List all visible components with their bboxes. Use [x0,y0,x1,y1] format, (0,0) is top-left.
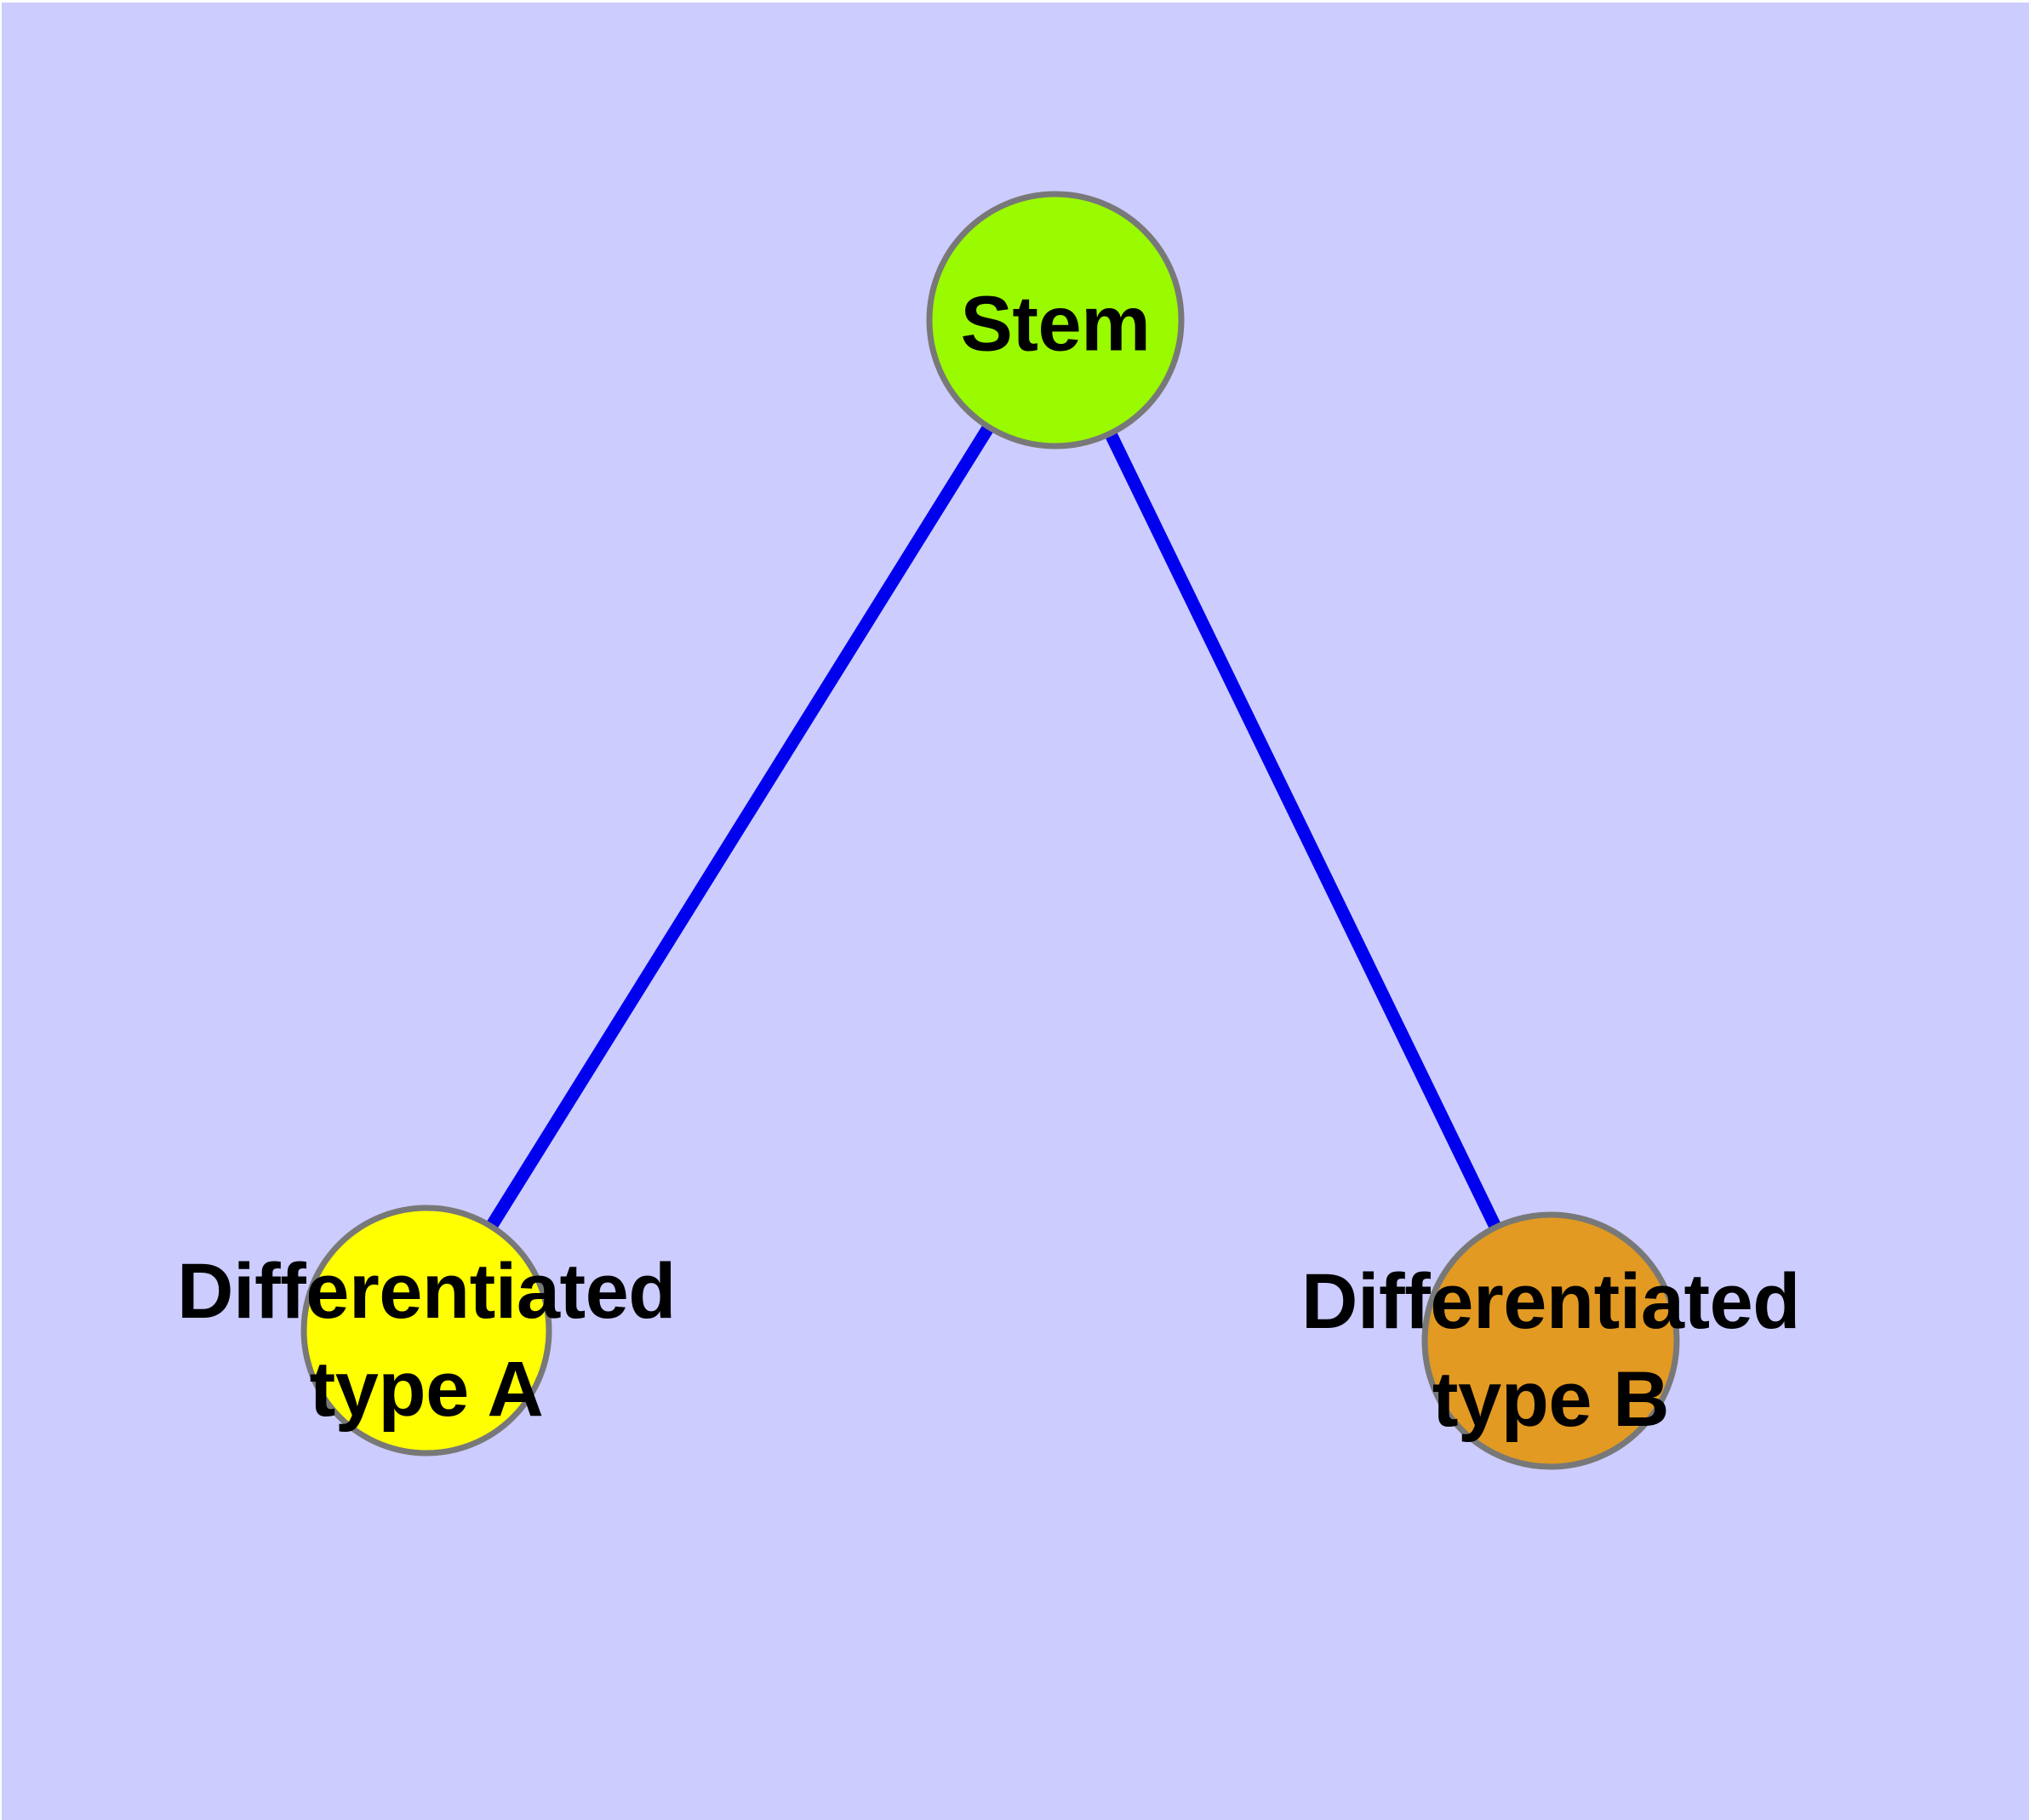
node-circle-type-b [1421,1211,1680,1470]
graph-svg [300,191,1680,1470]
node-label-stem: Stem [961,276,1151,374]
node-label-stem-text: Stem [960,280,1151,368]
node-label-type-a: Differentiated type A [177,1243,676,1439]
node-label-type-a-line2: type A [309,1346,544,1433]
node-label-type-a-line1: Differentiated [177,1248,676,1335]
edge-stem-to-type-a [420,317,1061,1334]
edge-stem-to-type-b [1049,317,1557,1344]
node-label-type-b-line2: type B [1432,1356,1670,1443]
node-circle-stem [926,191,1185,449]
node-label-type-b: Differentiated type B [1301,1253,1800,1449]
diagram-canvas: Stem Differentiated type A Differentiate… [2,3,2029,1820]
node-circle-type-a [300,1205,552,1457]
node-label-type-b-line1: Differentiated [1301,1258,1800,1345]
